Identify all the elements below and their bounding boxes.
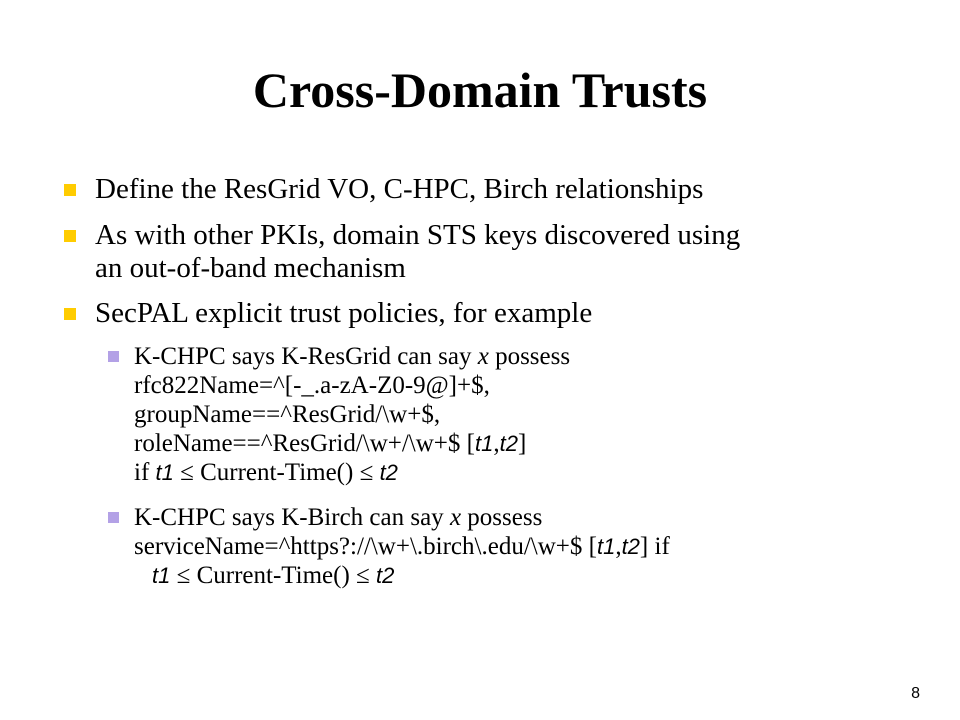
bullet-text: SecPAL explicit trust policies, for exam… bbox=[95, 297, 593, 329]
bullet-text: an out-of-band mechanism bbox=[95, 252, 406, 284]
sub-bullet-item: K-CHPC says K-Birch can say x possess se… bbox=[108, 503, 908, 590]
bullet-text: Define the ResGrid VO, C-HPC, Birch rela… bbox=[95, 173, 704, 205]
bullet-item: SecPAL explicit trust policies, for exam… bbox=[64, 297, 904, 330]
square-bullet-icon bbox=[64, 184, 76, 196]
policy-line: K-CHPC says K-ResGrid can say x possess bbox=[134, 343, 571, 370]
policy-line: groupName==^ResGrid/\w+$, bbox=[134, 401, 441, 428]
square-bullet-icon bbox=[108, 512, 119, 523]
page-number: 8 bbox=[911, 685, 920, 702]
policy-line: if t1 ≤ Current-Time() ≤ t2 bbox=[134, 459, 398, 486]
policy-line: serviceName=^https?://\w+\.birch\.edu/\w… bbox=[134, 533, 670, 560]
policy-line: t1 ≤ Current-Time() ≤ t2 bbox=[152, 562, 395, 589]
square-bullet-icon bbox=[64, 230, 76, 242]
square-bullet-icon bbox=[64, 308, 76, 320]
square-bullet-icon bbox=[108, 351, 119, 362]
policy-line: K-CHPC says K-Birch can say x possess bbox=[134, 504, 543, 531]
bullet-item: Define the ResGrid VO, C-HPC, Birch rela… bbox=[64, 173, 904, 206]
bullet-item: As with other PKIs, domain STS keys disc… bbox=[64, 219, 904, 285]
slide-title: Cross-Domain Trusts bbox=[252, 62, 708, 118]
policy-line: rfc822Name=^[-_.a-zA-Z0-9@]+$, bbox=[134, 372, 490, 399]
policy-line: roleName==^ResGrid/\w+/\w+$ [t1,t2] bbox=[134, 430, 527, 457]
sub-bullet-item: K-CHPC says K-ResGrid can say x possess … bbox=[108, 342, 908, 487]
bullet-text: As with other PKIs, domain STS keys disc… bbox=[95, 219, 741, 251]
